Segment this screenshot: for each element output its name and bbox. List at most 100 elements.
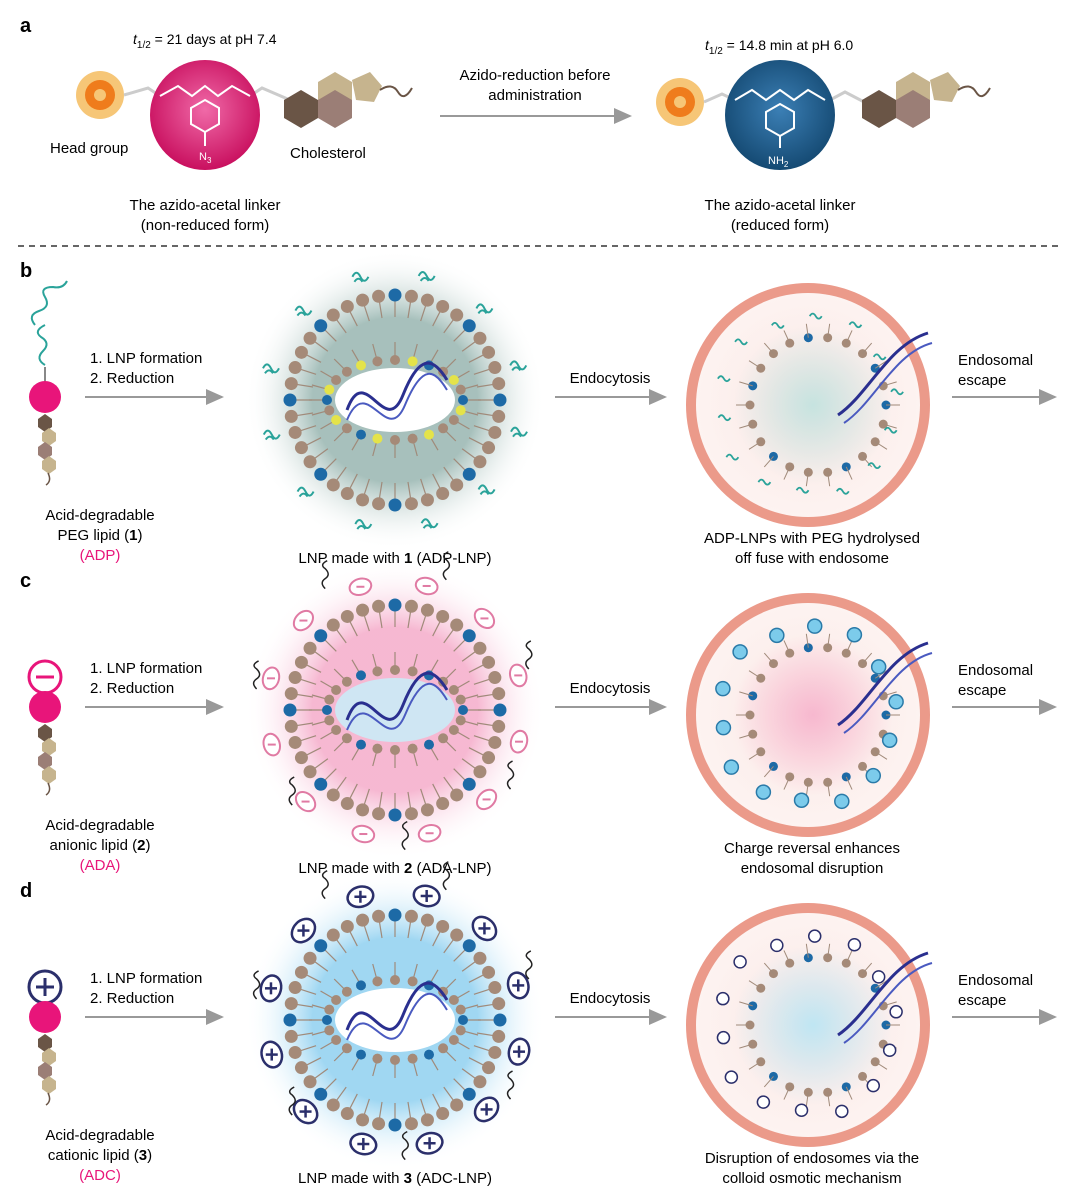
reduction-arrow-label-line1: Azido-reduction before <box>460 67 611 84</box>
cholesterol-icon <box>284 90 318 128</box>
cation-fragment-icon <box>835 1104 849 1119</box>
linker-ball-icon <box>29 691 61 723</box>
peg-chain-icon <box>296 486 315 498</box>
right-caption-line1: The azido-acetal linker <box>705 197 856 214</box>
cation-fragment-icon <box>716 1030 731 1045</box>
cation-fragment-icon <box>794 1103 809 1118</box>
cation-fragment-icon <box>889 1005 903 1019</box>
lnp-caption: LNP made with 3 (ADC-LNP) <box>298 1170 492 1187</box>
cation-fragment-icon <box>871 970 886 984</box>
lnp-core <box>335 678 455 742</box>
panel-a: a N3 t1/2 = 21 days at pH 7.4 Head group… <box>20 15 991 234</box>
peg-fragment-icon <box>883 426 898 434</box>
peg-fragment-icon <box>757 478 772 486</box>
mrna-helix-icon <box>345 671 449 721</box>
peg-chain-icon <box>262 429 281 441</box>
endosomal-escape-label-line1: Endosomal <box>958 352 1033 369</box>
peg-chain-icon <box>525 640 533 670</box>
right-halflife: t1/2 = 14.8 min at pH 6.0 <box>705 37 853 57</box>
peg-chain-icon <box>321 559 329 590</box>
amine-linker-sphere <box>725 60 835 170</box>
step-lnp-formation: 1. LNP formation <box>90 660 202 677</box>
peg-chain-icon <box>510 426 528 438</box>
peg-chain-icon <box>442 551 451 581</box>
step-lnp-formation: 1. LNP formation <box>90 350 202 367</box>
peg-fragment-icon <box>872 353 887 361</box>
step-reduction: 2. Reduction <box>90 990 174 1007</box>
peg-chain-icon <box>30 280 68 366</box>
cation-fragment-icon <box>865 767 882 784</box>
amine-label: NH2 <box>768 155 789 169</box>
endocytosis-label: Endocytosis <box>570 370 651 387</box>
linker-reduced-molecule: NH2 <box>656 60 991 170</box>
fused-lnp-region <box>733 635 893 795</box>
lnp-particle <box>262 271 528 530</box>
cation-fragment-icon <box>888 694 904 710</box>
endocytosis-label: Endocytosis <box>570 680 651 697</box>
cation-fragment-icon <box>847 938 862 952</box>
peg-chain-icon <box>354 519 373 530</box>
cation-fragment-icon <box>806 618 823 634</box>
cation-fragment-icon <box>715 680 731 697</box>
peg-fragment-icon <box>808 312 823 320</box>
linker-nonreduced-molecule: N3 <box>76 60 413 170</box>
lipid-abbreviation: (ADP) <box>80 547 121 564</box>
peg-fragment-icon <box>771 322 785 329</box>
cation-fragment-icon <box>755 784 772 800</box>
peg-chain-icon <box>417 271 436 282</box>
lipid-structure-icon <box>29 280 68 486</box>
lipid-name-line2: cationic lipid (3) <box>48 1147 152 1164</box>
peg-fragment-icon <box>734 338 748 346</box>
endosomal-escape-label-line1: Endosomal <box>958 662 1033 679</box>
endosomal-escape-label-line2: escape <box>958 682 1006 699</box>
cation-fragment-icon <box>881 732 898 749</box>
peg-chain-icon <box>294 305 313 317</box>
peg-fragment-icon <box>836 487 850 495</box>
lnp-particle <box>252 861 533 1161</box>
step-reduction: 2. Reduction <box>90 680 174 697</box>
lnp-particle <box>252 551 533 851</box>
mrna-helix-icon <box>345 981 449 1031</box>
outcome-caption-line1: Charge reversal enhances <box>724 840 900 857</box>
panel-letter-c: c <box>20 570 31 592</box>
peg-chain-icon <box>401 1130 409 1161</box>
peg-fragment-icon <box>890 388 904 396</box>
cation-fragment-icon <box>793 792 810 809</box>
outcome-caption-line2: colloid osmotic mechanism <box>722 1170 901 1187</box>
azido-linker-sphere <box>150 60 260 170</box>
peg-chain-icon <box>288 1086 296 1116</box>
step-lnp-formation: 1. LNP formation <box>90 970 202 987</box>
outcome-caption-line1: Disruption of endosomes via the <box>705 1150 919 1167</box>
linker-ball-icon <box>29 1001 61 1033</box>
cation-fragment-icon <box>866 1078 881 1093</box>
cation-fragment-icon <box>724 1070 739 1084</box>
peg-chain-icon <box>525 950 533 980</box>
peg-chain-icon <box>420 518 439 529</box>
cation-fragment-icon <box>870 659 887 675</box>
peg-chain-icon <box>288 776 296 806</box>
peg-chain-icon <box>321 869 329 900</box>
cation-fragment-icon <box>715 719 732 736</box>
mrna-helix-icon <box>837 331 929 417</box>
lipid-name-line1: Acid-degradable <box>45 817 154 834</box>
endosomal-escape-label-line2: escape <box>958 992 1006 1009</box>
cation-fragment-icon <box>882 1043 897 1058</box>
peg-fragment-icon <box>867 462 882 470</box>
head-group-label: Head group <box>50 140 128 157</box>
peg-chain-icon <box>252 970 261 1000</box>
panel-letter-d: d <box>20 880 32 902</box>
cation-fragment-icon <box>834 793 850 810</box>
peg-fragment-icon <box>717 414 732 422</box>
peg-chain-icon <box>442 861 451 891</box>
peg-chain-icon <box>252 660 261 690</box>
endosomal-escape-label-line2: escape <box>958 372 1006 389</box>
cation-fragment-icon <box>769 627 785 644</box>
cholesterol-label: Cholesterol <box>290 145 366 162</box>
cation-fragment-icon <box>723 759 740 775</box>
cation-fragment-icon <box>716 991 730 1006</box>
